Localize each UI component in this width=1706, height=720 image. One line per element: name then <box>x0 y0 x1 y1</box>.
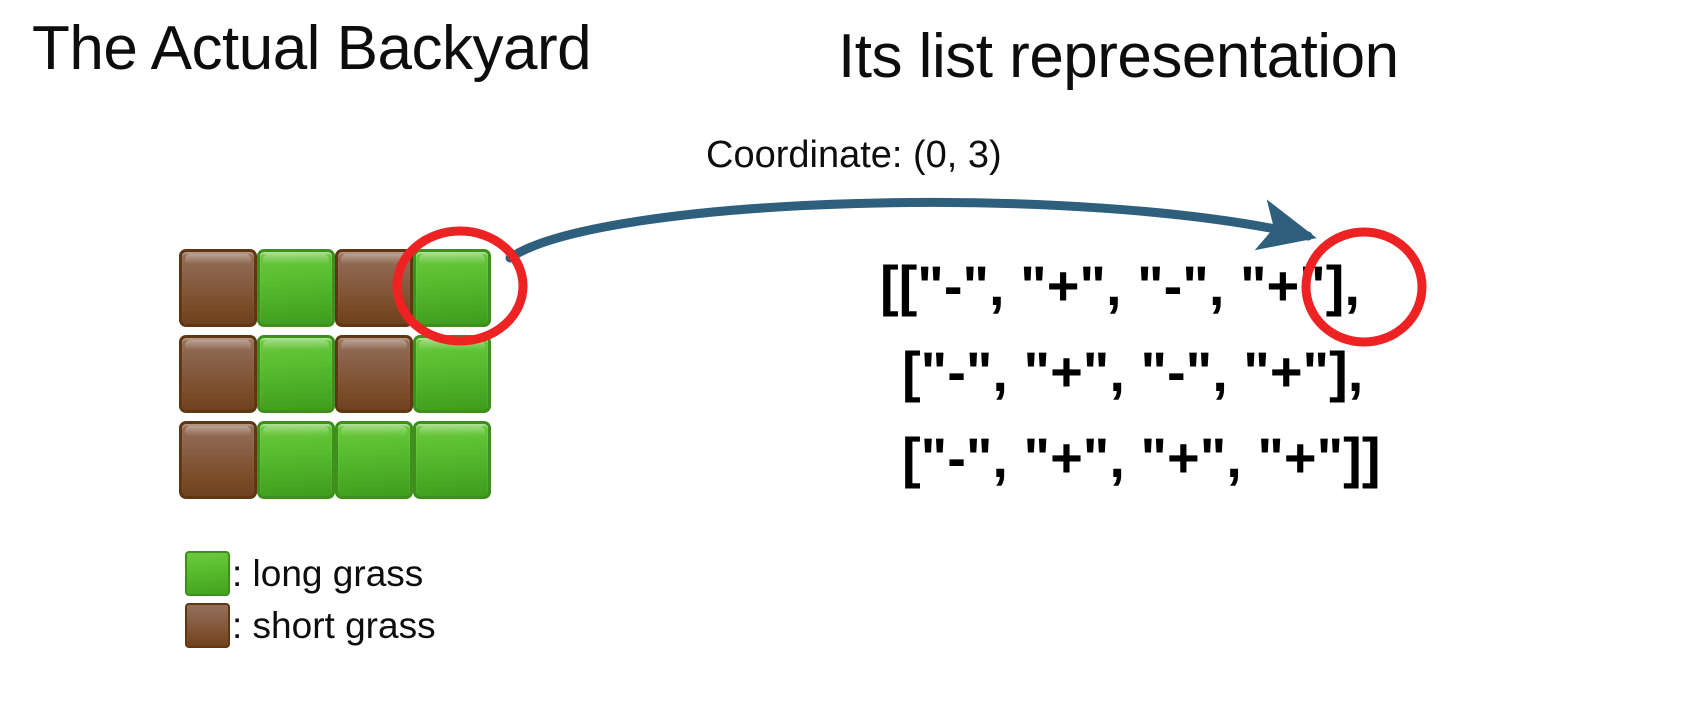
list-line-0: [["-", "+", "-", "+"], <box>880 254 1360 317</box>
legend-label-long-grass: : long grass <box>232 552 424 594</box>
grid-row <box>179 421 491 507</box>
legend-item-long-grass: : long grass <box>185 547 436 599</box>
coordinate-annotation-label: Coordinate: (0, 3) <box>706 134 1002 176</box>
grid-cell-1-1[interactable] <box>257 335 335 413</box>
list-line-2: ["-", "+", "+", "+"]] <box>902 426 1381 489</box>
page-title-right: Its list representation <box>838 22 1399 91</box>
grid-cell-2-0[interactable] <box>179 421 257 499</box>
legend: : long grass : short grass <box>185 547 436 651</box>
grid-cell-0-3[interactable] <box>413 249 491 327</box>
list-line-1: ["-", "+", "-", "+"], <box>902 340 1364 403</box>
list-representation: [["-", "+", "-", "+"], ["-", "+", "-", "… <box>880 243 1500 501</box>
grid-row <box>179 249 491 335</box>
backyard-grid <box>179 249 491 507</box>
grid-cell-0-0[interactable] <box>179 249 257 327</box>
legend-label-short-grass: : short grass <box>232 604 436 646</box>
page-title-left: The Actual Backyard <box>32 14 592 83</box>
grid-cell-2-3[interactable] <box>413 421 491 499</box>
grid-row <box>179 335 491 421</box>
grid-cell-1-2[interactable] <box>335 335 413 413</box>
grid-cell-2-2[interactable] <box>335 421 413 499</box>
legend-item-short-grass: : short grass <box>185 599 436 651</box>
grid-cell-0-1[interactable] <box>257 249 335 327</box>
grid-cell-1-0[interactable] <box>179 335 257 413</box>
legend-swatch-long-grass-icon <box>185 550 230 596</box>
grid-cell-2-1[interactable] <box>257 421 335 499</box>
grid-cell-1-3[interactable] <box>413 335 491 413</box>
grid-cell-0-2[interactable] <box>335 249 413 327</box>
legend-swatch-short-grass-icon <box>185 602 230 648</box>
